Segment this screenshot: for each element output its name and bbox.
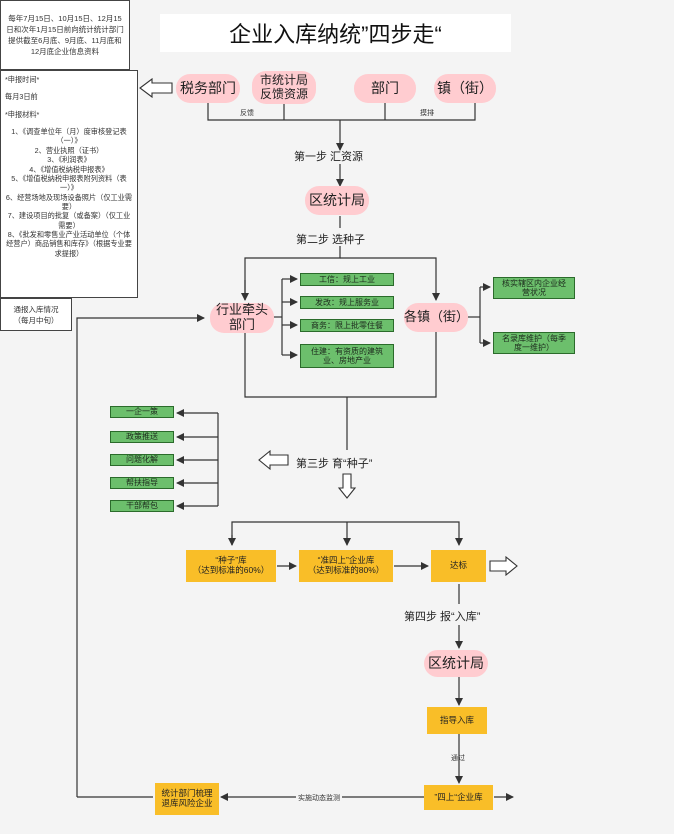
town-item-2: 名录库维护（每季度一维护） — [493, 332, 575, 354]
city-stats-node: 市统计局 反馈资源 — [252, 71, 316, 104]
town-item-1: 核实辖区内企业经营状况 — [493, 277, 575, 299]
quasi-library-line1: “准四上”企业库 — [317, 555, 375, 566]
industry-item-2: 发改：规上服务业 — [300, 296, 394, 309]
report-note-box: *申报时间* 每月3日前 *申报材料* 1、《调查单位年（月）度审核登记表（一）… — [0, 70, 138, 298]
towns-node: 各镇（街） — [404, 303, 469, 332]
town-node: 镇（街） — [434, 74, 496, 103]
industry-item-4: 住建：有资质的建筑业、房地产业 — [300, 344, 394, 368]
feedback-label: 反馈 — [240, 110, 254, 117]
city-stats-line2: 反馈资源 — [259, 86, 308, 101]
nurture-item-5: 干部帮包 — [110, 500, 174, 512]
notify-note-box: 通报入库情况 （每月中旬） — [0, 298, 72, 331]
report-material-item: 7、建设项目的批复（或备案）（仅工业需要） — [7, 211, 131, 230]
report-material-item: 4、《增值税纳税申报表》 — [29, 164, 109, 174]
exit-mgmt-node: 统计部门梳理 退库风险企业 — [155, 783, 219, 815]
guide-node: 指导入库 — [427, 707, 487, 734]
sort-label: 摸排 — [420, 110, 434, 117]
report-materials-title: *申报材料* — [5, 109, 40, 119]
dept-node: 部门 — [354, 74, 416, 103]
seed-library-line1: “种子”库 — [215, 555, 247, 566]
report-material-item: 1、《调查单位年（月）度审核登记表（一）》 — [11, 127, 127, 146]
report-material-item: 6、经营场地及现场设备照片（仅工业需要） — [5, 192, 133, 211]
nurture-item-2: 政策推送 — [110, 431, 174, 443]
step2-label: 第二步 选种子 — [296, 234, 366, 246]
district-stats-node: 区统计局 — [305, 186, 369, 215]
step2-split-line — [244, 246, 341, 300]
seed-library-line2: （达到标准的60%） — [192, 565, 270, 575]
step3-label: 第三步 育“种子” — [296, 458, 373, 470]
monitor-label: 实施动态监测 — [296, 793, 342, 803]
libs-bus-line — [231, 521, 463, 546]
page-title: 企业入库纳统”四步走“ — [160, 14, 511, 52]
nurture-item-3: 问题化解 — [110, 454, 174, 466]
exit-mgmt-line1: 统计部门梳理 — [161, 788, 213, 799]
step2-to-towns-line — [340, 257, 440, 301]
industry-item-1: 工信：规上工业 — [300, 273, 394, 286]
tax-to-note-hollow-arrow — [139, 77, 173, 99]
report-time-title: *申报时间* — [5, 75, 40, 84]
four-up-node: ”四上“企业库 — [424, 785, 493, 810]
notify-line1: 通报入库情况 — [13, 304, 59, 314]
seed-library-node: “种子”库 （达到标准的60%） — [186, 550, 276, 582]
industry-item-3: 商务：限上批零住餐 — [300, 319, 394, 332]
merge-left-line — [244, 332, 437, 398]
quasi-library-node: “准四上”企业库 （达到标准的80%） — [299, 550, 393, 582]
city-stats-line1: 市统计局 — [259, 72, 308, 87]
exit-mgmt-line2: 退库风险企业 — [161, 798, 213, 808]
tax-dept-node: 税务部门 — [176, 74, 240, 103]
exit-to-industry-loop — [76, 318, 204, 798]
industry-lead-line2: 部门 — [228, 317, 255, 332]
industry-lead-node: 行业牵头 部门 — [210, 302, 274, 333]
report-material-item: 8、《批发和零售业产业活动单位（个体经营户）商品销售和库存》（根据专业要求提报） — [6, 230, 132, 258]
pass-label: 通过 — [451, 755, 465, 762]
report-time-value: 每月3日前 — [5, 92, 38, 102]
step3-hollow-arrow — [258, 449, 289, 471]
step3-down-hollow-arrow — [337, 473, 357, 499]
quasi-library-line2: （达到标准的80%） — [307, 565, 385, 575]
step1-label: 第一步 汇资源 — [294, 151, 364, 163]
qualified-node: 达标 — [431, 550, 486, 582]
notify-line2: （每月中旬） — [13, 315, 59, 325]
tax-to-bus-line — [207, 103, 476, 121]
report-material-item: 3、《利润表》 — [47, 155, 91, 165]
report-material-item: 2、营业执照（证书） — [34, 145, 104, 155]
report-material-item: 5、《增值税纳税申报表附列资料（表一）》 — [11, 173, 127, 193]
top-note-box: 每年7月15日、10月15日、12月15日和次年1月15日前向统计统计部门提供截… — [0, 0, 130, 70]
nurture-item-4: 帮扶指导 — [110, 477, 174, 489]
industry-lead-line1: 行业牵头 — [215, 302, 268, 318]
qualified-to-note-hollow-arrow — [489, 555, 518, 577]
district-stats-node-2: 区统计局 — [424, 650, 488, 677]
report-materials-list: 1、《调查单位年（月）度审核登记表（一）》2、营业执照（证书）3、《利润表》4、… — [5, 127, 133, 258]
step4-label: 第四步 报“入库” — [404, 611, 481, 623]
nurture-item-1: 一企一策 — [110, 406, 174, 418]
